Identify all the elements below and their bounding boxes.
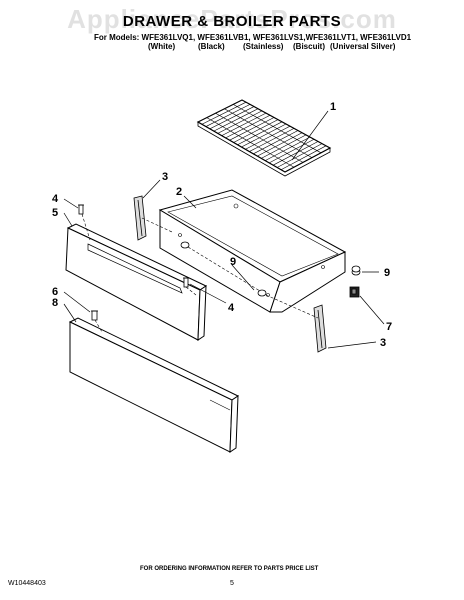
rack-wire: [269, 139, 315, 164]
drawer-body: [158, 189, 347, 313]
rack-wire: [213, 108, 259, 132]
rack-wire: [229, 117, 275, 141]
color-white: (White): [148, 42, 176, 51]
color-stainless: (Stainless): [243, 42, 284, 51]
watermark: AppliancePartsPros.com: [67, 4, 397, 34]
rack-wire: [257, 132, 303, 157]
callout-9-middle: 9: [230, 256, 236, 268]
callout-3-top: 3: [162, 171, 168, 183]
rack-wire: [205, 104, 251, 127]
callout-6: 6: [52, 286, 58, 298]
color-black: (Black): [198, 42, 225, 51]
rack-wire: [221, 112, 267, 136]
color-universal-silver: (Universal Silver): [330, 42, 396, 51]
rack-wire: [224, 108, 313, 158]
screw-6: [91, 310, 98, 321]
leader-lines: [63, 110, 385, 349]
page-title: DRAWER & BROILER PARTS: [122, 13, 342, 30]
drawer-slide-left: [133, 195, 147, 241]
drawer-lower-panel: [68, 317, 240, 453]
drawer-front-panel: [65, 223, 208, 341]
callout-9-right: 9: [384, 267, 390, 279]
callout-4-right: 4: [228, 302, 235, 314]
rack-wire: [225, 115, 271, 139]
model-list: For Models: WFE361LVQ1, WFE361LVB1, WFE3…: [94, 33, 412, 42]
rack-wire: [276, 143, 323, 168]
callout-4-left: 4: [52, 193, 59, 205]
screw-4-left: [78, 204, 84, 215]
bracket-7: [349, 286, 360, 298]
rack-wire: [249, 128, 295, 152]
screw-4-right: [183, 277, 189, 288]
rack-wire: [215, 112, 304, 163]
rack-wire: [241, 123, 287, 148]
drawer-slide-right: [313, 304, 327, 353]
fastener-9-b: [257, 289, 267, 297]
rack-wire: [201, 101, 247, 125]
broiler-rack: [196, 99, 332, 177]
rack-wire: [253, 130, 299, 155]
callout-1: 1: [330, 101, 336, 113]
rack-wire: [217, 110, 263, 134]
callout-5: 5: [52, 207, 58, 219]
rack-wire: [206, 117, 295, 168]
rack-wire: [272, 141, 319, 166]
rack-wire: [237, 121, 283, 145]
rack-wire: [265, 136, 311, 161]
rack-wire: [209, 106, 255, 130]
rack-wire: [280, 145, 327, 170]
rack-wire: [233, 119, 279, 143]
document-number: W10448403: [8, 580, 46, 587]
fastener-9-a: [180, 241, 190, 249]
callout-3-bottom: 3: [380, 337, 386, 349]
callout-2: 2: [176, 186, 182, 198]
rack-wire: [233, 104, 322, 154]
ordering-note: FOR ORDERING INFORMATION REFER TO PARTS …: [140, 566, 319, 572]
color-biscuit: (Biscuit): [293, 42, 325, 51]
page-number: 5: [230, 580, 234, 587]
rack-wire: [261, 134, 307, 159]
rack-wire: [245, 125, 291, 150]
fastener-9-c: [351, 265, 361, 276]
callout-7: 7: [386, 321, 392, 333]
callout-8: 8: [52, 297, 58, 309]
